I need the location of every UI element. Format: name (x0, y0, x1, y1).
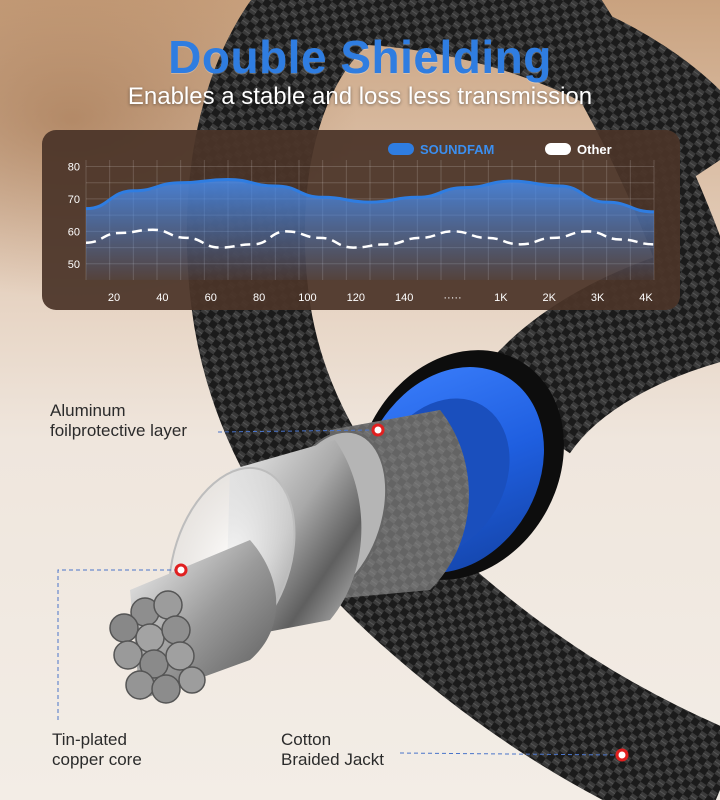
x-tick-label: 2K (543, 292, 557, 304)
x-tick-label: 80 (253, 292, 265, 304)
callout-cotton: Cotton Braided Jackt (281, 730, 481, 770)
y-tick-label: 70 (68, 194, 80, 206)
series-line-other (85, 228, 655, 249)
x-tick-label: 100 (298, 292, 316, 304)
red-dot-marker-icon (174, 563, 188, 577)
y-tick-label: 80 (68, 161, 80, 173)
series-area-soundfam (86, 179, 654, 280)
callout-tin: Tin-plated copper core (52, 730, 252, 770)
callout-aluminum-line1: Aluminum (50, 401, 126, 420)
callout-aluminum-line2: foilprotective layer (50, 421, 188, 440)
x-tick-label: 4K (639, 292, 653, 304)
red-dot-marker-icon (615, 748, 629, 762)
series-line-soundfam (85, 177, 655, 214)
callout-leaders (57, 429, 621, 756)
legend-label-other: Other (577, 141, 612, 157)
callout-cotton-line2: Braided Jackt (281, 750, 384, 769)
x-tick-label: 140 (395, 292, 413, 304)
page-subtitle: Enables a stable and loss less transmiss… (127, 83, 593, 110)
callout-tin-line2: copper core (52, 750, 142, 769)
x-tick-label: 120 (347, 292, 365, 304)
x-tick-label: ····· (443, 292, 461, 304)
legend-swatch-soundfam (388, 143, 414, 155)
x-tick-label: 3K (591, 292, 605, 304)
red-dot-marker-icon (371, 423, 385, 437)
legend-soundfam: SOUNDFAM (388, 139, 494, 159)
y-tick-label: 60 (68, 226, 80, 238)
callout-tin-line1: Tin-plated (52, 730, 127, 749)
page-title: Double Shielding (168, 31, 552, 83)
callout-aluminum: Aluminum foilprotective layer (50, 401, 270, 441)
legend-other: Other (545, 139, 612, 159)
tin-plated-copper-core (109, 540, 277, 704)
legend-swatch-other (545, 143, 571, 155)
x-tick-label: 1K (494, 292, 508, 304)
x-tick-label: 60 (205, 292, 217, 304)
y-tick-label: 50 (68, 259, 80, 271)
frequency-chart: 80 70 60 50 20 40 60 80 100 120 140 ····· 1K 2K 3K 4K (68, 160, 655, 304)
x-tick-label: 40 (156, 292, 168, 304)
chart-panel: 80 70 60 50 20 40 60 80 100 120 140 ····· 1K 2K 3K 4K (42, 130, 680, 310)
legend-label-soundfam: SOUNDFAM (420, 141, 495, 157)
x-tick-label: 20 (108, 292, 120, 304)
callout-cotton-line1: Cotton (281, 730, 332, 749)
